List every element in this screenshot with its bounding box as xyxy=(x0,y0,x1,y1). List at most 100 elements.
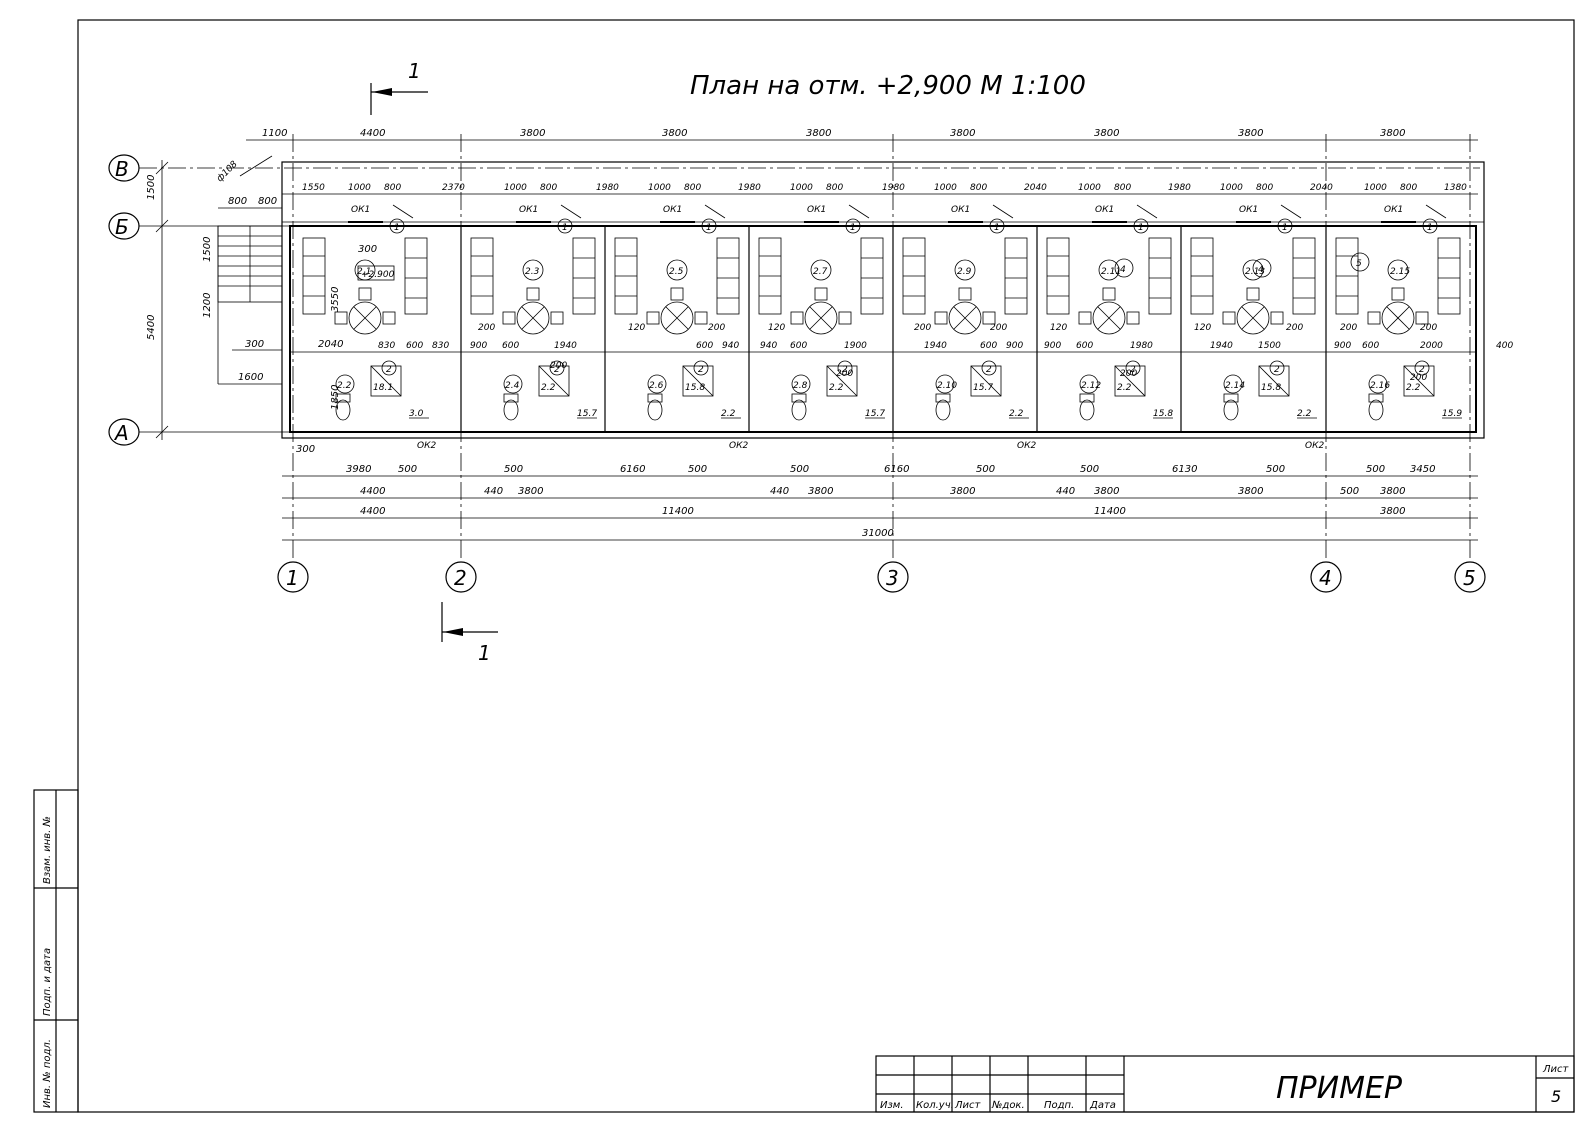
axis-number: 4 xyxy=(1319,566,1332,590)
door-swing xyxy=(1280,204,1302,219)
dim-text: 4400 xyxy=(360,486,385,497)
door-mark-bubble xyxy=(549,360,565,376)
room-bubble xyxy=(522,259,544,281)
room-bubble xyxy=(1387,259,1409,281)
sheet-label: Лист xyxy=(1542,1064,1570,1075)
dim-text: 1000 xyxy=(1220,183,1243,193)
window-mark: ОК1 xyxy=(1239,205,1258,215)
room-area: 2.2 xyxy=(1009,409,1024,419)
room-number: 2.4 xyxy=(505,381,520,391)
room-number: 2.7 xyxy=(813,267,828,277)
window-mark: ОК2 xyxy=(729,441,748,451)
title-block: Изм. Кол.уч. Лист №док. Подп. Дата ПРИМЕ… xyxy=(875,1055,1575,1113)
tb-header: Кол.уч. xyxy=(916,1100,954,1111)
shower xyxy=(970,365,1002,397)
window-mark: ОК2 xyxy=(1305,441,1324,451)
dim-text: 3980 xyxy=(346,464,371,475)
room-number: 2.1 xyxy=(357,267,371,277)
room-area: 2.2 xyxy=(541,383,556,393)
room-number: 2.14 xyxy=(1225,381,1245,391)
chair xyxy=(382,311,396,325)
dim-text: 120 xyxy=(1050,323,1067,333)
dim-text: 3800 xyxy=(808,486,833,497)
room-number: 2.11 xyxy=(1101,267,1121,277)
dim-text: 600 xyxy=(1362,341,1379,351)
section-number-bottom: 1 xyxy=(478,641,491,665)
toilet xyxy=(935,399,951,421)
bath-bubble xyxy=(1368,374,1388,394)
chair xyxy=(1367,311,1381,325)
door-mark-bubble xyxy=(837,360,853,376)
room-bubble xyxy=(810,259,832,281)
axis-number: 3 xyxy=(886,566,899,590)
stamp-text: Взам. инв. № xyxy=(42,816,53,884)
toilet xyxy=(791,399,807,421)
dim-text: 1000 xyxy=(504,183,527,193)
dim-text: 200 xyxy=(990,323,1007,333)
toilet-tank xyxy=(935,393,951,403)
wardrobe xyxy=(716,237,740,315)
toilet-tank xyxy=(1223,393,1239,403)
door-mark-bubble xyxy=(557,218,573,234)
room-number: 2.9 xyxy=(957,267,972,277)
dim-text: 1550 xyxy=(302,183,325,193)
dim-text: 3800 xyxy=(520,128,545,139)
window-mark: ОК1 xyxy=(663,205,682,215)
room-number: 2.8 xyxy=(793,381,808,391)
toilet xyxy=(1079,399,1095,421)
door-mark-bubble xyxy=(989,218,1005,234)
dim-text: 200 xyxy=(1120,369,1137,379)
door-mark: 1 xyxy=(706,223,712,233)
side-stamp: Взам. инв. № Подп. и дата Инв. № подл. xyxy=(33,789,79,1113)
dim-text: 800 xyxy=(684,183,701,193)
dim-text: 800 xyxy=(1256,183,1273,193)
axis-letter: Б xyxy=(115,215,129,239)
dim-text: 3800 xyxy=(806,128,831,139)
chair xyxy=(646,311,660,325)
table-cross xyxy=(1241,306,1265,330)
door-mark: 2 xyxy=(1130,365,1136,375)
dim-text: 800 xyxy=(970,183,987,193)
door-mark-bubble xyxy=(1125,360,1141,376)
apartment-bubble xyxy=(1114,258,1134,278)
door-mark-bubble xyxy=(981,360,997,376)
dim-text: 2000 xyxy=(1420,341,1443,351)
door-swing xyxy=(1136,204,1158,219)
shower-diag xyxy=(1403,365,1435,397)
chair xyxy=(334,311,348,325)
room-area: 15.8 xyxy=(1261,383,1281,393)
toilet xyxy=(335,399,351,421)
room-number: 2.6 xyxy=(649,381,664,391)
dim-text: 120 xyxy=(628,323,645,333)
chair xyxy=(1126,311,1140,325)
table-cross xyxy=(953,306,977,330)
bath-bubble xyxy=(791,374,811,394)
window-mark: ОК1 xyxy=(1095,205,1114,215)
door-mark: 1 xyxy=(562,223,568,233)
room-area: 2.2 xyxy=(1117,383,1132,393)
door-mark-bubble xyxy=(701,218,717,234)
top-dimensions: 1100 4400 3800 3800 3800 3800 3800 3800 … xyxy=(246,128,1478,195)
room-number: 2.12 xyxy=(1081,381,1101,391)
dim-text: 3800 xyxy=(1380,506,1405,517)
dim-text: 5400 xyxy=(146,315,157,340)
door-mark: 1 xyxy=(1282,223,1288,233)
dim-text: 440 xyxy=(484,486,503,497)
door-mark: 1 xyxy=(1138,223,1144,233)
chair xyxy=(1246,287,1260,301)
room-number: 2.3 xyxy=(525,267,540,277)
tb-header: Дата xyxy=(1089,1100,1116,1111)
dim-text: 600 xyxy=(790,341,807,351)
bottom-dimensions: 3980 500 500 6160 500 500 6160 500 500 6… xyxy=(282,464,1478,541)
dim-text: 800 xyxy=(1400,183,1417,193)
dim-text: 200 xyxy=(1286,323,1303,333)
dim-text: 200 xyxy=(1420,323,1437,333)
dim-total: 31000 xyxy=(862,528,894,539)
window-mark: ОК1 xyxy=(519,205,538,215)
room-area: 2.2 xyxy=(1297,409,1312,419)
door-swing xyxy=(704,204,726,219)
door-mark: 2 xyxy=(554,365,560,375)
section-number-top: 1 xyxy=(408,59,421,83)
